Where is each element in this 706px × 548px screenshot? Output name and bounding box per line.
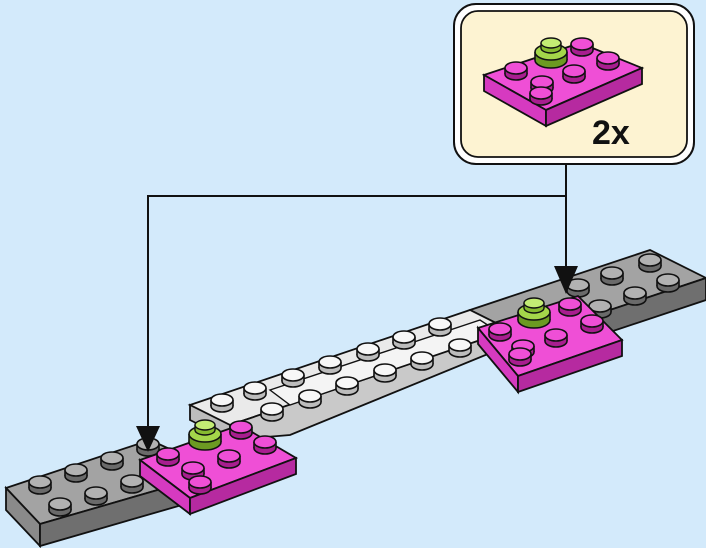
callout-box: 2x bbox=[453, 3, 695, 165]
callout-quantity-label: 2x bbox=[592, 114, 630, 152]
arrowhead-left-icon bbox=[136, 426, 160, 452]
placed-pink-plate-left bbox=[138, 419, 299, 516]
placement-arrows bbox=[147, 164, 567, 432]
callout-pink-plate bbox=[481, 37, 645, 128]
placed-pink-plate-right bbox=[476, 294, 624, 395]
base-assembly bbox=[4, 249, 706, 548]
arrowhead-right-icon bbox=[554, 266, 578, 294]
arrow-line bbox=[147, 164, 567, 432]
